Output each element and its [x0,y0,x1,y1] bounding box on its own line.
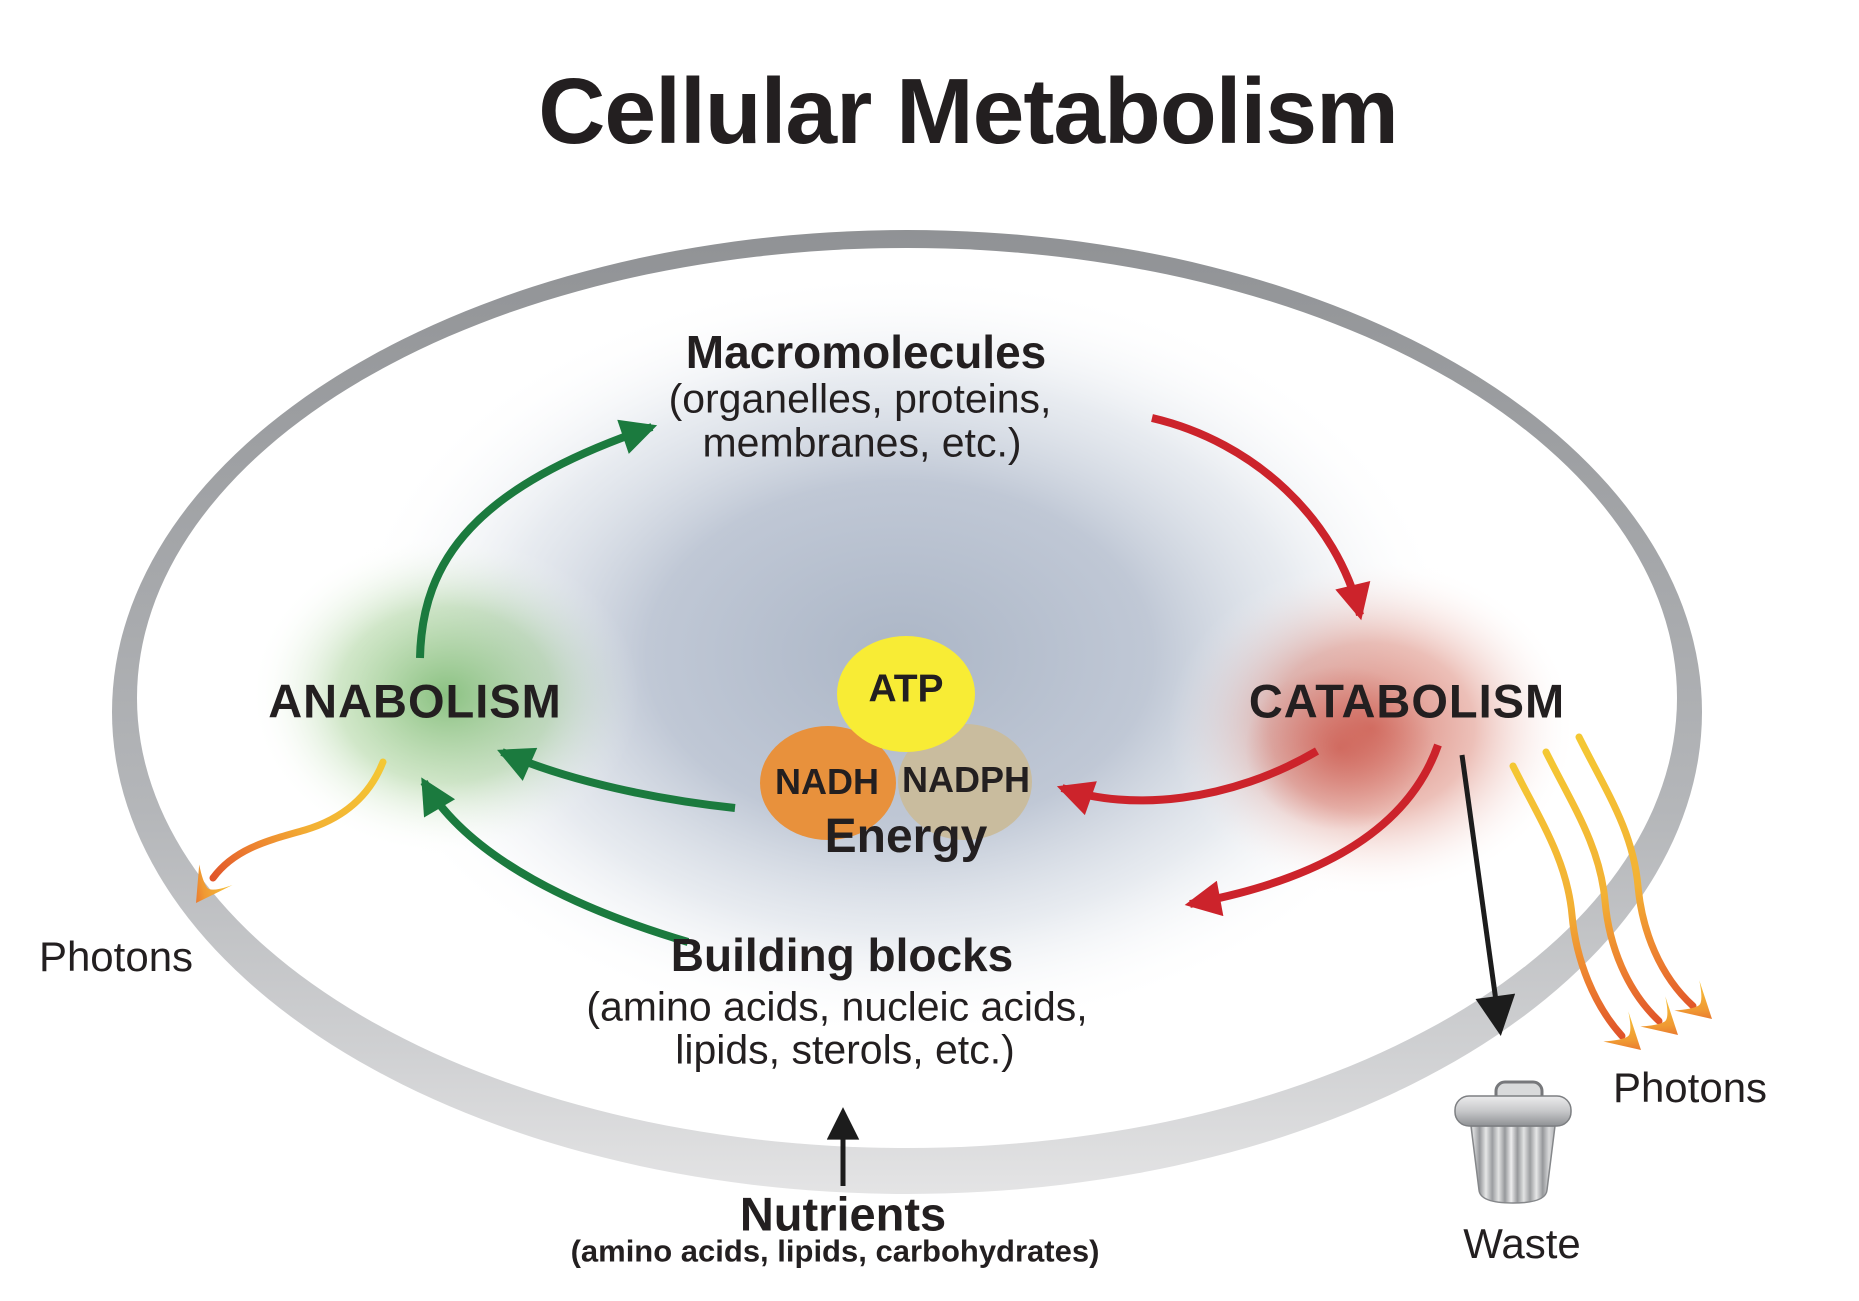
energy-caption: Energy [824,809,988,863]
photon-arrow-left [179,758,387,915]
nadph-label: NADPH [901,759,1031,801]
photon-arrows-right [1509,733,1726,1065]
nadh-label: NADH [775,761,879,803]
nadh-circle [760,726,896,840]
arrow-catabolism-to-waste [1459,754,1516,1036]
building-blocks-label: Building blocks [670,928,1014,981]
arrow-macromolecules-to-catabolism [1151,414,1371,621]
building-blocks-detail-2: lipids, sterols, etc.) [675,1026,1015,1073]
diagram-title: Cellular Metabolism [538,59,1399,164]
trash-can-icon [1454,1080,1572,1204]
catabolism-label: CATABOLISM [1248,674,1566,728]
anabolism-label: ANABOLISM [268,674,562,728]
arrow-catabolism-to-building-blocks [1184,743,1442,917]
nutrients-detail: (amino acids, lipids, carbohydrates) [570,1233,1100,1269]
atp-label: ATP [868,667,944,711]
arrow-catabolism-to-energy [1056,747,1320,816]
macromolecules-label: Macromolecules [685,325,1047,378]
photons-left-label: Photons [38,932,194,980]
catabolism-glow-core [1245,666,1435,830]
arrow-building-blocks-to-anabolism [420,777,690,946]
atp-circle [837,636,975,752]
building-blocks-detail-1: (amino acids, nucleic acids, [586,983,1088,1030]
macromolecules-detail-2: membranes, etc.) [702,419,1022,466]
nutrients-label: Nutrients [739,1187,947,1241]
anabolism-glow [250,535,640,855]
nadph-circle [898,724,1032,840]
waste-label: Waste [1463,1219,1581,1267]
arrow-anabolism-to-macromolecules [416,419,658,659]
macromolecules-detail-1: (organelles, proteins, [668,375,1052,422]
arrow-energy-to-anabolism [497,747,736,812]
photons-right-label: Photons [1612,1063,1768,1111]
